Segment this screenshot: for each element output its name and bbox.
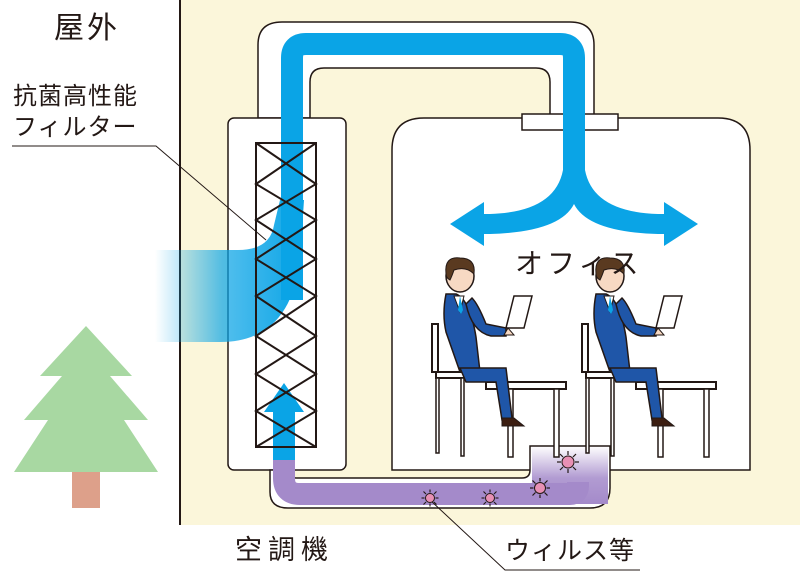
filter-label-line1: 抗菌高性能: [13, 82, 138, 110]
virus-icon: [481, 489, 499, 507]
double-arrow-icon: [450, 170, 698, 246]
virus-icon: [421, 489, 439, 507]
virus-label: ウィルス等: [505, 536, 636, 565]
air-conditioner-label: 空調機: [235, 535, 334, 566]
outdoor-label: 屋外: [54, 11, 120, 46]
filter-label-line2: フィルター: [13, 113, 138, 141]
tree-trunk: [72, 470, 100, 508]
filter-leader-line: [12, 145, 267, 241]
supply-airflow: [281, 33, 585, 300]
virus-icon: [530, 478, 550, 498]
virus-icon: [557, 451, 579, 473]
up-arrow-icon: [264, 383, 304, 412]
filter-pleats: [254, 142, 318, 448]
contaminated-airflow: [273, 420, 589, 505]
filter-pleats-back: [254, 142, 318, 448]
office-label: オフィス: [515, 247, 643, 280]
tree-icon: [14, 326, 158, 472]
virus-leader-line: [429, 499, 640, 571]
outside-air-intake: [155, 200, 304, 342]
